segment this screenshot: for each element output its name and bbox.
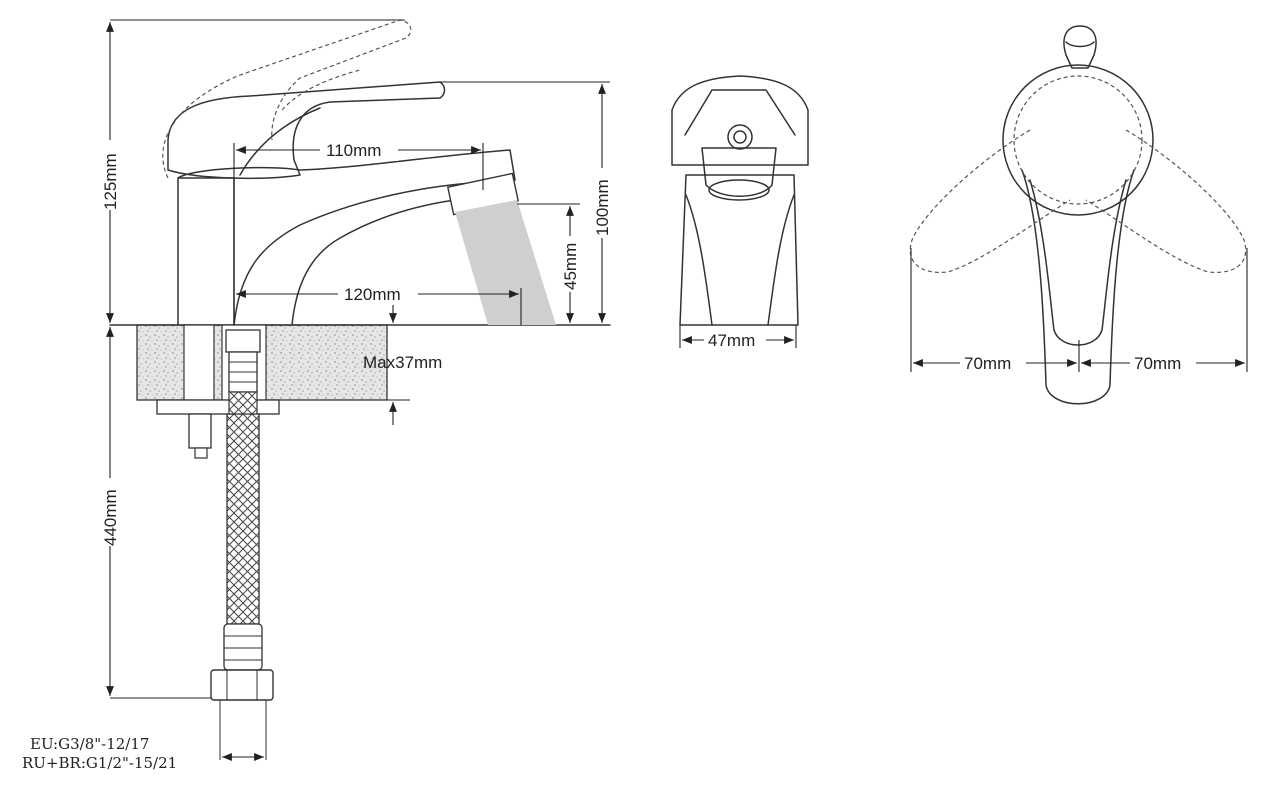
label-swing-right: 70mm [1134, 354, 1181, 373]
mounting-plate [156, 399, 280, 415]
label-max-thickness: Max37mm [363, 353, 442, 372]
threaded-stud [188, 413, 212, 449]
lever-raised-ghost [162, 19, 412, 179]
label-spout-width: 47mm [708, 331, 755, 350]
label-connection-ru-br: RU+BR:G1/2"-15/21 [22, 754, 177, 772]
lever-handle [167, 81, 446, 180]
top-body-circle [1002, 64, 1154, 216]
label-spout-reach: 120mm [344, 285, 401, 304]
label-spout-height: 100mm [593, 179, 612, 236]
label-hose-length: 440mm [101, 489, 120, 546]
side-view [106, 19, 611, 761]
front-aerator [701, 147, 777, 197]
front-body [679, 174, 799, 326]
label-outlet-height: 45mm [561, 243, 580, 290]
label-total-height: 125mm [101, 153, 120, 210]
water-stream [455, 200, 556, 325]
top-view [909, 25, 1248, 405]
front-view [671, 75, 809, 348]
front-lever [671, 75, 809, 166]
label-lever-reach: 110mm [326, 141, 381, 160]
label-connection-eu: EU:G3/8"-12/17 [30, 735, 149, 753]
lever-swing-left [909, 129, 1071, 274]
top-knob [1063, 25, 1097, 69]
top-lever [1021, 169, 1135, 405]
braided-hose [226, 413, 260, 625]
faucet-body [177, 177, 235, 326]
lever-swing-right [1085, 129, 1247, 274]
hex-nut [210, 669, 274, 701]
hose-ferrule [223, 623, 263, 671]
label-swing-left: 70mm [964, 354, 1011, 373]
